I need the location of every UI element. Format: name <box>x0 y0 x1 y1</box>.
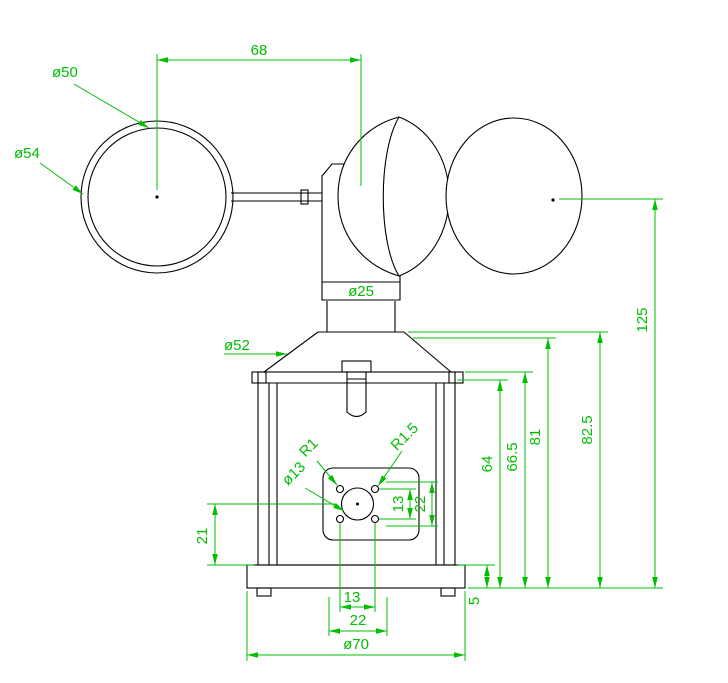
dim-label-r1: R1 <box>296 435 322 461</box>
dim-label-64: 64 <box>479 456 496 473</box>
dimension-annotations: 68 ø50 ø54 ø25 ø52 125 82.5 <box>14 42 663 661</box>
dim-label-dia52: ø52 <box>224 337 250 354</box>
dim-height-66-5: 66.5 <box>465 371 533 588</box>
dim-label-82-5: 82.5 <box>579 415 596 444</box>
dim-cup-inner-dia: ø50 <box>52 64 150 129</box>
dim-plate-horizontal-pitch: 13 <box>339 523 376 612</box>
foot-right <box>440 587 456 597</box>
dim-hole-fillet-r1: R1 <box>296 435 338 486</box>
dim-label-dia54: ø54 <box>14 145 40 162</box>
dim-hole-fillet-r1-5: R1.5 <box>377 420 422 487</box>
dim-label-66-5: 66.5 <box>504 442 521 471</box>
plate-hole-tl <box>335 484 345 494</box>
arm-collar <box>300 189 309 205</box>
center-hole-mark <box>356 502 359 506</box>
cup-arm <box>231 189 322 205</box>
dim-cup-outer-dia: ø54 <box>14 145 84 195</box>
middle-cup-rim <box>382 116 400 277</box>
foot-left <box>256 587 272 597</box>
dim-label-b13: 13 <box>344 589 361 606</box>
dim-plate-horizontal-span: 22 <box>328 597 388 636</box>
dim-label-b22: 22 <box>350 612 367 629</box>
left-cup-center-mark <box>155 195 159 199</box>
dim-center-hole-dia: ø13 <box>279 459 345 512</box>
dim-base-dia: ø70 <box>246 591 466 661</box>
right-cup <box>445 117 583 275</box>
dim-label-68: 68 <box>251 42 268 59</box>
neck <box>318 301 404 333</box>
dim-label-81: 81 <box>527 429 544 446</box>
right-cup-center-mark <box>551 198 555 202</box>
dim-base-thickness: 5 <box>458 564 495 605</box>
dim-height-81: 81 <box>413 337 556 588</box>
dim-label-v13: 13 <box>390 496 407 513</box>
flange-right <box>448 371 464 384</box>
dim-label-dia50: ø50 <box>52 64 78 81</box>
dim-label-dia70: ø70 <box>343 636 369 653</box>
dim-plate-vertical-span: 22 <box>386 481 438 527</box>
dim-label-5: 5 <box>466 597 483 605</box>
inner-shaft <box>341 360 372 418</box>
dim-label-v22: 22 <box>412 496 429 513</box>
plate-hole-tr <box>370 484 380 494</box>
cone-section <box>263 331 452 373</box>
dim-label-dia13: ø13 <box>279 459 309 489</box>
plate-hole-br <box>370 514 380 524</box>
plate-hole-bl <box>335 514 345 524</box>
middle-cup <box>337 116 450 277</box>
dim-label-r1-5: R1.5 <box>388 420 422 454</box>
anemometer-geometry <box>80 116 583 597</box>
base-plate <box>246 564 466 597</box>
dim-height-82-5: 82.5 <box>408 331 608 588</box>
dim-plate-vertical-pitch: 13 <box>379 488 416 520</box>
dim-height-64: 64 <box>457 379 508 588</box>
dim-plate-offset: 21 <box>194 503 336 566</box>
dim-label-21: 21 <box>194 528 211 545</box>
top-tab <box>341 360 372 373</box>
dim-label-125: 125 <box>634 307 651 332</box>
flange-left <box>251 371 267 384</box>
dim-collar-dia: ø52 <box>224 337 287 357</box>
dim-label-dia25: ø25 <box>348 283 374 300</box>
dim-arm-span: 68 <box>156 42 362 190</box>
